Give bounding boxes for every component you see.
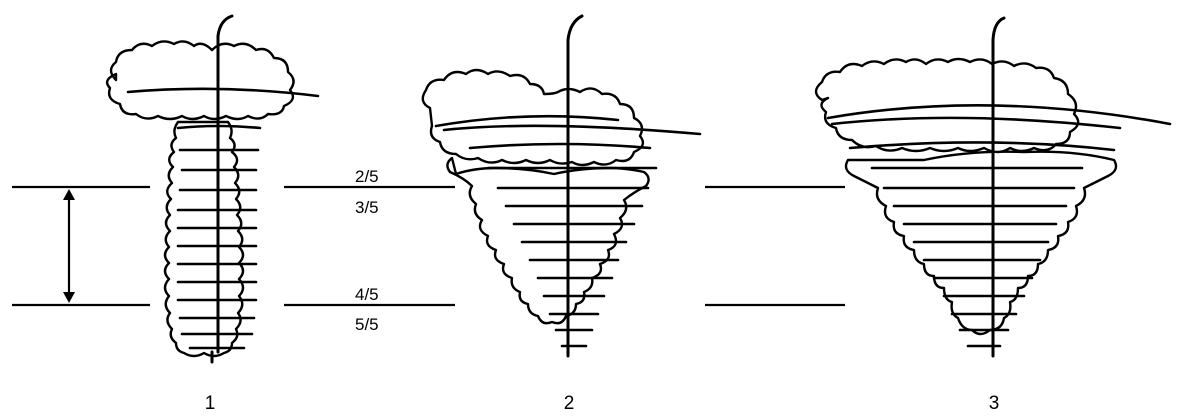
- fraction-label-4-5: 4/5: [355, 285, 379, 304]
- fraction-label-3-5: 3/5: [355, 198, 379, 217]
- tree-1-caption: 1: [205, 393, 216, 414]
- tree-3-caption: 3: [989, 393, 1000, 414]
- tree-3-illustration: [816, 18, 1170, 356]
- tree-1-illustration: [107, 16, 318, 362]
- fraction-label-5-5: 5/5: [355, 315, 379, 334]
- tree-2-caption: 2: [564, 393, 575, 414]
- fraction-label-2-5: 2/5: [355, 167, 379, 186]
- height-range-arrow: [63, 189, 75, 303]
- tree-2-illustration: [423, 16, 700, 356]
